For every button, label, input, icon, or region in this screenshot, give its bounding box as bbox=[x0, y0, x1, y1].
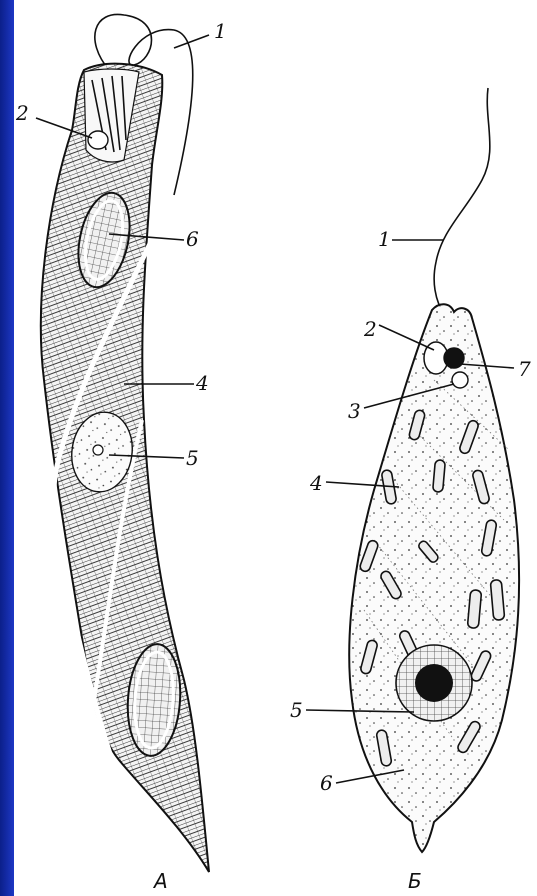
label-a-6: 6 bbox=[186, 227, 199, 251]
caption-a: А bbox=[152, 869, 168, 893]
label-b-4: 4 bbox=[309, 471, 323, 495]
flagellum-b bbox=[434, 88, 490, 318]
label-b-2: 2 bbox=[363, 317, 377, 341]
figure-b: 1 2 7 3 4 5 6 Б bbox=[290, 88, 531, 893]
label-a-2: 2 bbox=[15, 101, 29, 125]
nucleolus-b bbox=[415, 664, 453, 702]
figure-a: 1 2 6 4 5 А bbox=[15, 14, 227, 893]
label-b-7: 7 bbox=[518, 357, 531, 381]
nucleolus-a bbox=[93, 445, 103, 455]
figure-stage: 1 2 6 4 5 А bbox=[14, 0, 537, 896]
label-a-5: 5 bbox=[186, 446, 199, 470]
label-a-4: 4 bbox=[195, 371, 209, 395]
leader-a-1 bbox=[174, 35, 209, 48]
label-b-6: 6 bbox=[320, 771, 333, 795]
label-b-1: 1 bbox=[378, 227, 391, 251]
contractile-vacuole-b bbox=[452, 372, 468, 388]
label-b-5: 5 bbox=[290, 698, 303, 722]
label-a-1: 1 bbox=[214, 19, 227, 43]
cell-body-b bbox=[349, 304, 519, 852]
label-b-3: 3 bbox=[348, 399, 361, 423]
caption-b: Б bbox=[408, 869, 422, 893]
euglena-illustration: 1 2 6 4 5 А bbox=[14, 0, 537, 896]
slide-accent-bar bbox=[0, 0, 14, 896]
stigma-b bbox=[444, 348, 464, 368]
stigma-a bbox=[88, 131, 108, 149]
